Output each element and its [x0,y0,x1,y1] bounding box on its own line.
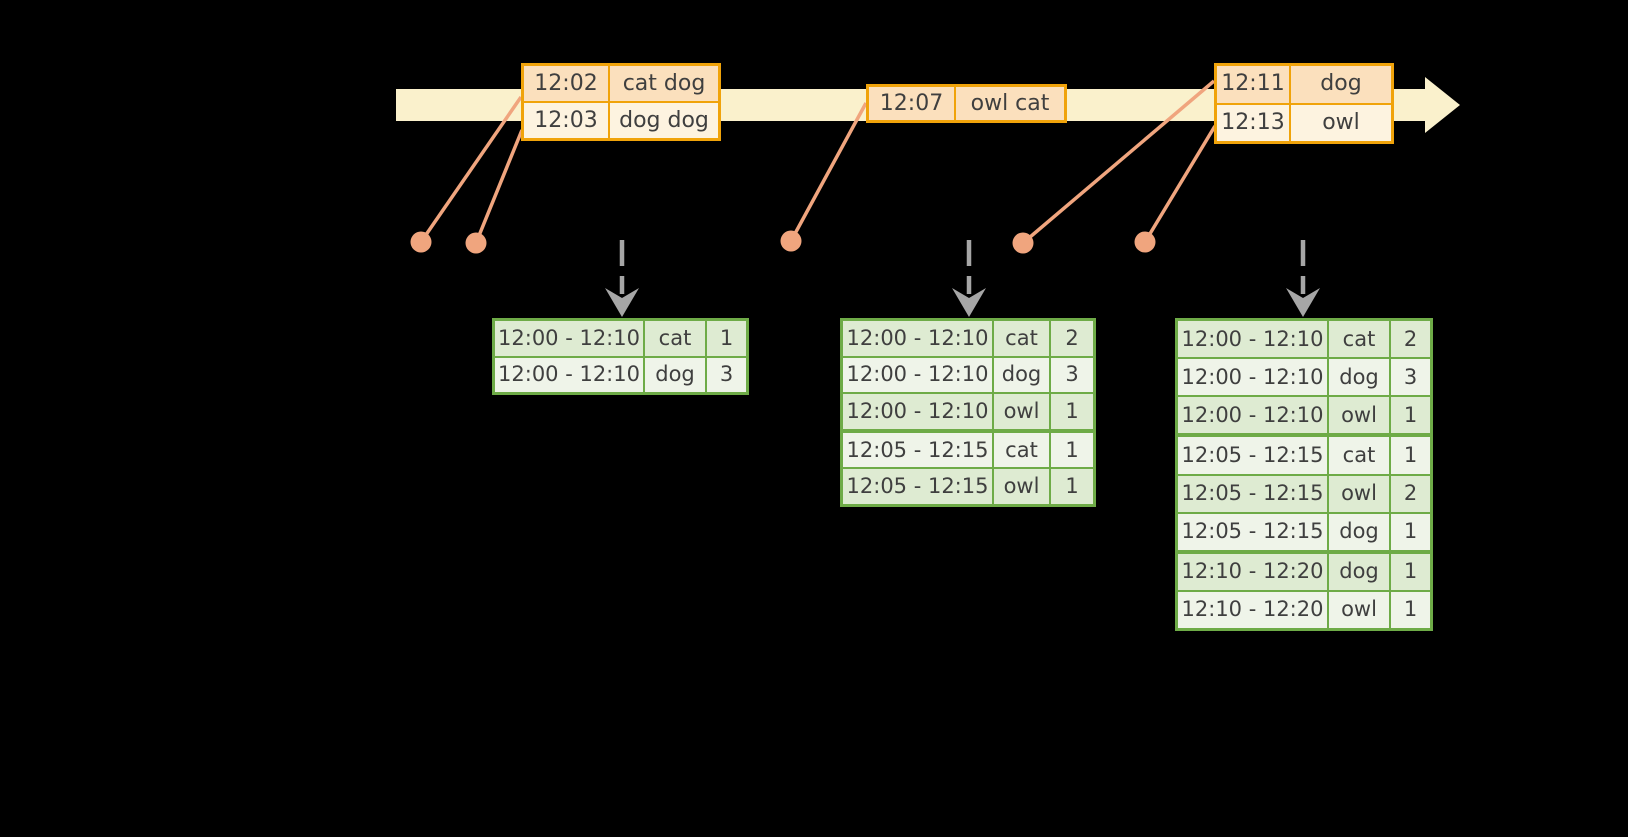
result-row: 12:00 - 12:10 cat 1 [495,321,746,356]
event-row: 12:13 owl [1217,104,1391,141]
window-cell: 12:00 - 12:10 [843,357,992,393]
result-row: 12:05 - 12:15 cat 1 [843,432,1093,468]
event-dots [410,230,1156,254]
event-dot-icon [1012,232,1034,254]
result-row: 12:10 - 12:20 owl 1 [1178,591,1430,628]
word-cell: cat [645,321,705,356]
result-row: 12:00 - 12:10 dog 3 [843,357,1093,393]
count-cell: 3 [1391,359,1430,396]
event-table-1: 12:02 cat dog 12:03 dog dog [521,63,721,141]
event-connectors [419,79,1217,245]
word-cell: dog [994,357,1049,393]
count-cell: 1 [1391,553,1430,590]
window-cell: 12:00 - 12:10 [1178,359,1327,396]
window-cell: 12:05 - 12:15 [1178,437,1327,474]
count-cell: 3 [1051,357,1093,393]
trigger-arrows [605,240,1320,317]
window-cell: 12:05 - 12:15 [1178,513,1327,550]
count-cell: 1 [1051,469,1093,504]
word-cell: owl [1329,475,1389,512]
count-cell: 1 [707,321,746,356]
count-cell: 2 [1391,475,1430,512]
count-cell: 1 [1051,394,1093,429]
result-row: 12:00 - 12:10 dog 3 [1178,359,1430,396]
event-words: cat dog [610,66,718,101]
window-cell: 12:00 - 12:10 [1178,397,1327,434]
word-cell: owl [994,469,1049,504]
event-dot-icon [780,230,802,252]
connector-line [1021,79,1216,245]
window-cell: 12:00 - 12:10 [843,321,992,356]
connector-line [789,102,868,242]
result-table-1: 12:00 - 12:10 cat 1 12:00 - 12:10 dog 3 [492,318,749,395]
down-arrowhead-icon [952,288,986,317]
event-dot-icon [1134,231,1156,253]
window-cell: 12:05 - 12:15 [843,469,992,504]
connector-line [474,129,524,244]
word-cell: owl [994,394,1049,429]
window-cell: 12:05 - 12:15 [843,432,992,468]
count-cell: 1 [1391,397,1430,434]
window-cell: 12:10 - 12:20 [1178,591,1327,628]
result-row: 12:00 - 12:10 dog 3 [495,357,746,392]
down-arrowhead-icon [605,288,639,317]
count-cell: 2 [1051,321,1093,356]
event-row: 12:03 dog dog [524,103,718,138]
window-cell: 12:00 - 12:10 [1178,321,1327,358]
event-table-3: 12:11 dog 12:13 owl [1214,63,1394,144]
event-row: 12:02 cat dog [524,66,718,101]
word-cell: owl [1329,591,1389,628]
timeline-right-arrow-icon [1425,77,1460,133]
window-cell: 12:00 - 12:10 [843,394,992,429]
result-row: 12:00 - 12:10 cat 2 [1178,321,1430,358]
event-words: owl cat [956,87,1064,120]
window-cell: 12:10 - 12:20 [1178,553,1327,590]
count-cell: 1 [1051,432,1093,468]
event-dot-icon [465,232,487,254]
event-words: dog dog [610,103,718,138]
result-row: 12:05 - 12:15 cat 1 [1178,437,1430,474]
connector-line [1143,125,1217,243]
result-row: 12:10 - 12:20 dog 1 [1178,553,1430,590]
word-cell: dog [1329,553,1389,590]
event-row: 12:11 dog [1217,66,1391,103]
result-row: 12:00 - 12:10 owl 1 [1178,397,1430,434]
count-cell: 3 [707,357,746,392]
window-cell: 12:00 - 12:10 [495,321,643,356]
result-row: 12:05 - 12:15 owl 1 [843,469,1093,504]
word-cell: dog [645,357,705,392]
result-table-2: 12:00 - 12:10 cat 2 12:00 - 12:10 dog 3 … [840,318,1096,507]
connector-line [419,96,523,243]
event-dot-icon [410,231,432,253]
event-row: 12:07 owl cat [869,87,1064,120]
event-table-2: 12:07 owl cat [866,84,1067,123]
count-cell: 1 [1391,591,1430,628]
count-cell: 1 [1391,437,1430,474]
window-cell: 12:05 - 12:15 [1178,475,1327,512]
event-words: owl [1291,104,1391,141]
word-cell: cat [994,432,1049,468]
result-table-3: 12:00 - 12:10 cat 2 12:00 - 12:10 dog 3 … [1175,318,1433,631]
count-cell: 1 [1391,513,1430,550]
down-arrowhead-icon [1286,288,1320,317]
count-cell: 2 [1391,321,1430,358]
result-row: 12:00 - 12:10 cat 2 [843,321,1093,356]
event-words: dog [1291,66,1391,103]
window-cell: 12:00 - 12:10 [495,357,643,392]
word-cell: dog [1329,359,1389,396]
event-time: 12:11 [1217,66,1289,103]
event-time: 12:13 [1217,104,1289,141]
word-cell: cat [1329,437,1389,474]
word-cell: dog [1329,513,1389,550]
word-cell: owl [1329,397,1389,434]
event-time: 12:07 [869,87,954,120]
word-cell: cat [1329,321,1389,358]
result-row: 12:00 - 12:10 owl 1 [843,394,1093,429]
event-time: 12:03 [524,103,608,138]
result-row: 12:05 - 12:15 dog 1 [1178,513,1430,550]
event-time: 12:02 [524,66,608,101]
word-cell: cat [994,321,1049,356]
result-row: 12:05 - 12:15 owl 2 [1178,475,1430,512]
